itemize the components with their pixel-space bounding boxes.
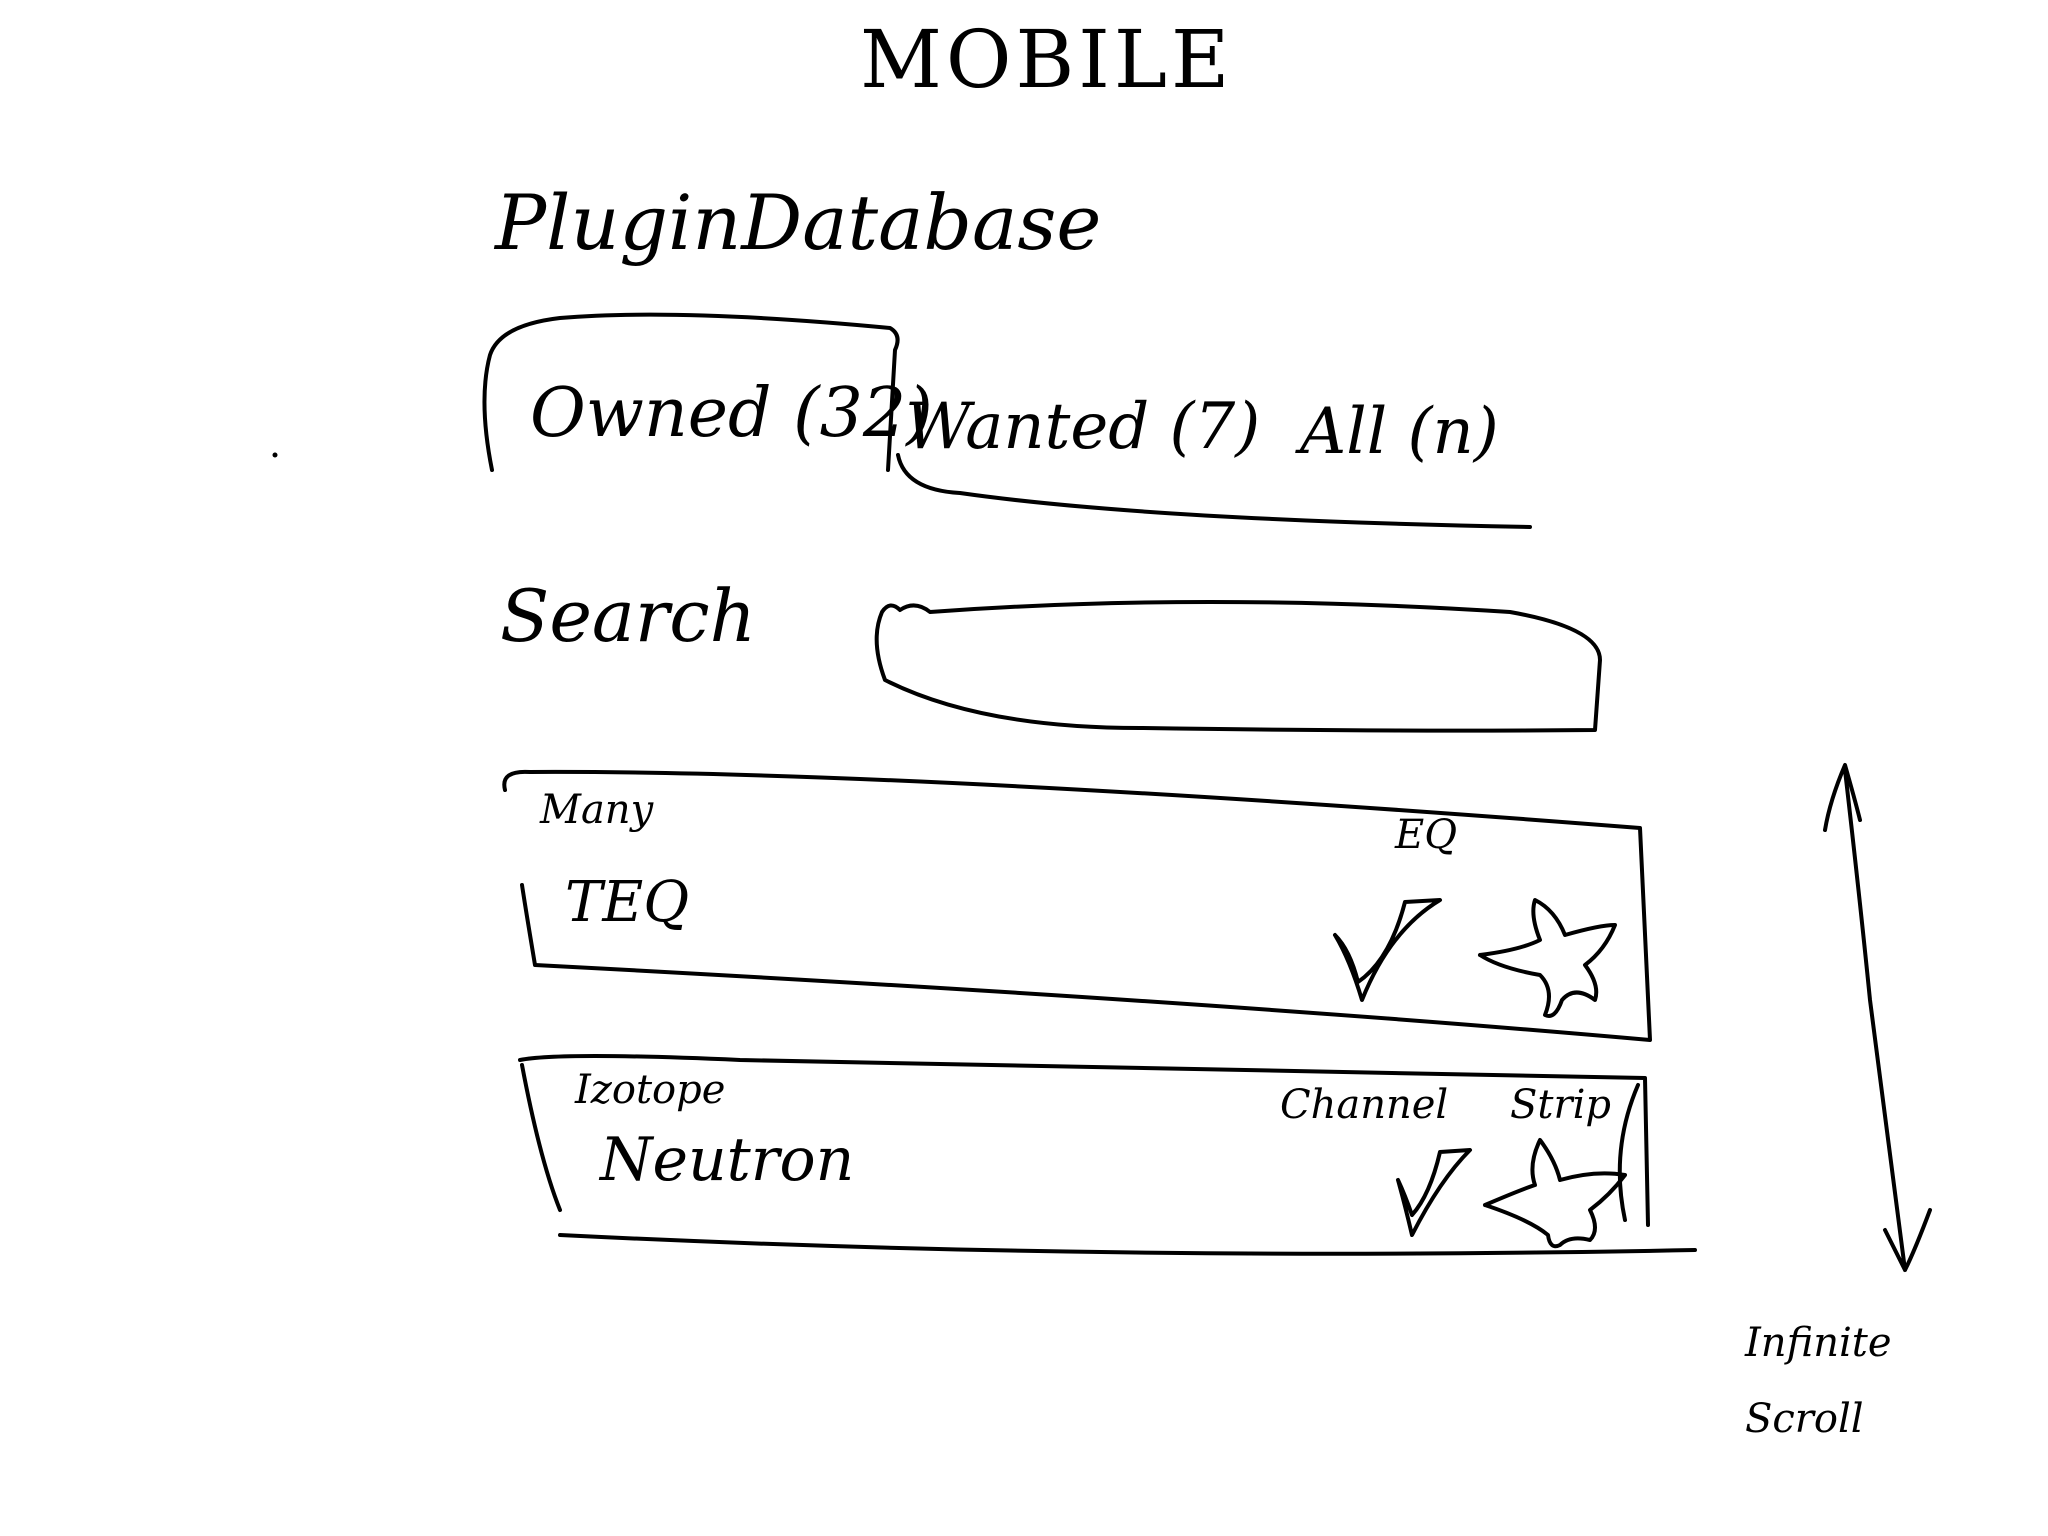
card-1-category: EQ	[1395, 812, 1457, 858]
card-1-vendor: Many	[540, 787, 654, 833]
card-2-bottom-line	[558, 1233, 1697, 1256]
card-1-outline	[502, 769, 1652, 1042]
stray-dot	[272, 452, 278, 458]
card-2-outline	[518, 1054, 1650, 1227]
scroll-arrow-icon	[1823, 763, 1932, 1272]
card-2-vendor: Izotope	[575, 1067, 726, 1113]
tab-bar-underline	[896, 453, 1532, 529]
card-1-name: TEQ	[565, 870, 690, 935]
app-heading: PluginDatabase	[495, 178, 1102, 267]
search-input[interactable]	[905, 622, 1589, 719]
page-title: MOBILE	[860, 13, 1234, 106]
card-2-name: Neutron	[600, 1125, 855, 1195]
star-icon[interactable]	[1483, 1138, 1627, 1249]
card-2-category: Channel	[1280, 1082, 1449, 1128]
tab-owned-outline	[482, 312, 900, 472]
star-icon[interactable]	[1478, 898, 1617, 1018]
tab-wanted[interactable]: Wanted (7)	[905, 390, 1261, 464]
tab-owned[interactable]: Owned (32)	[530, 374, 933, 453]
tab-all[interactable]: All (n)	[1300, 395, 1499, 469]
card-2-left-edge	[520, 1063, 562, 1212]
check-icon[interactable]	[1396, 1148, 1472, 1237]
check-icon[interactable]	[1333, 898, 1442, 1002]
infinite-scroll-note: Infinite Scroll	[1745, 1320, 1892, 1442]
search-label: Search	[500, 574, 756, 658]
search-input-outline	[874, 600, 1602, 733]
card-2-category-2: Strip	[1510, 1082, 1611, 1128]
